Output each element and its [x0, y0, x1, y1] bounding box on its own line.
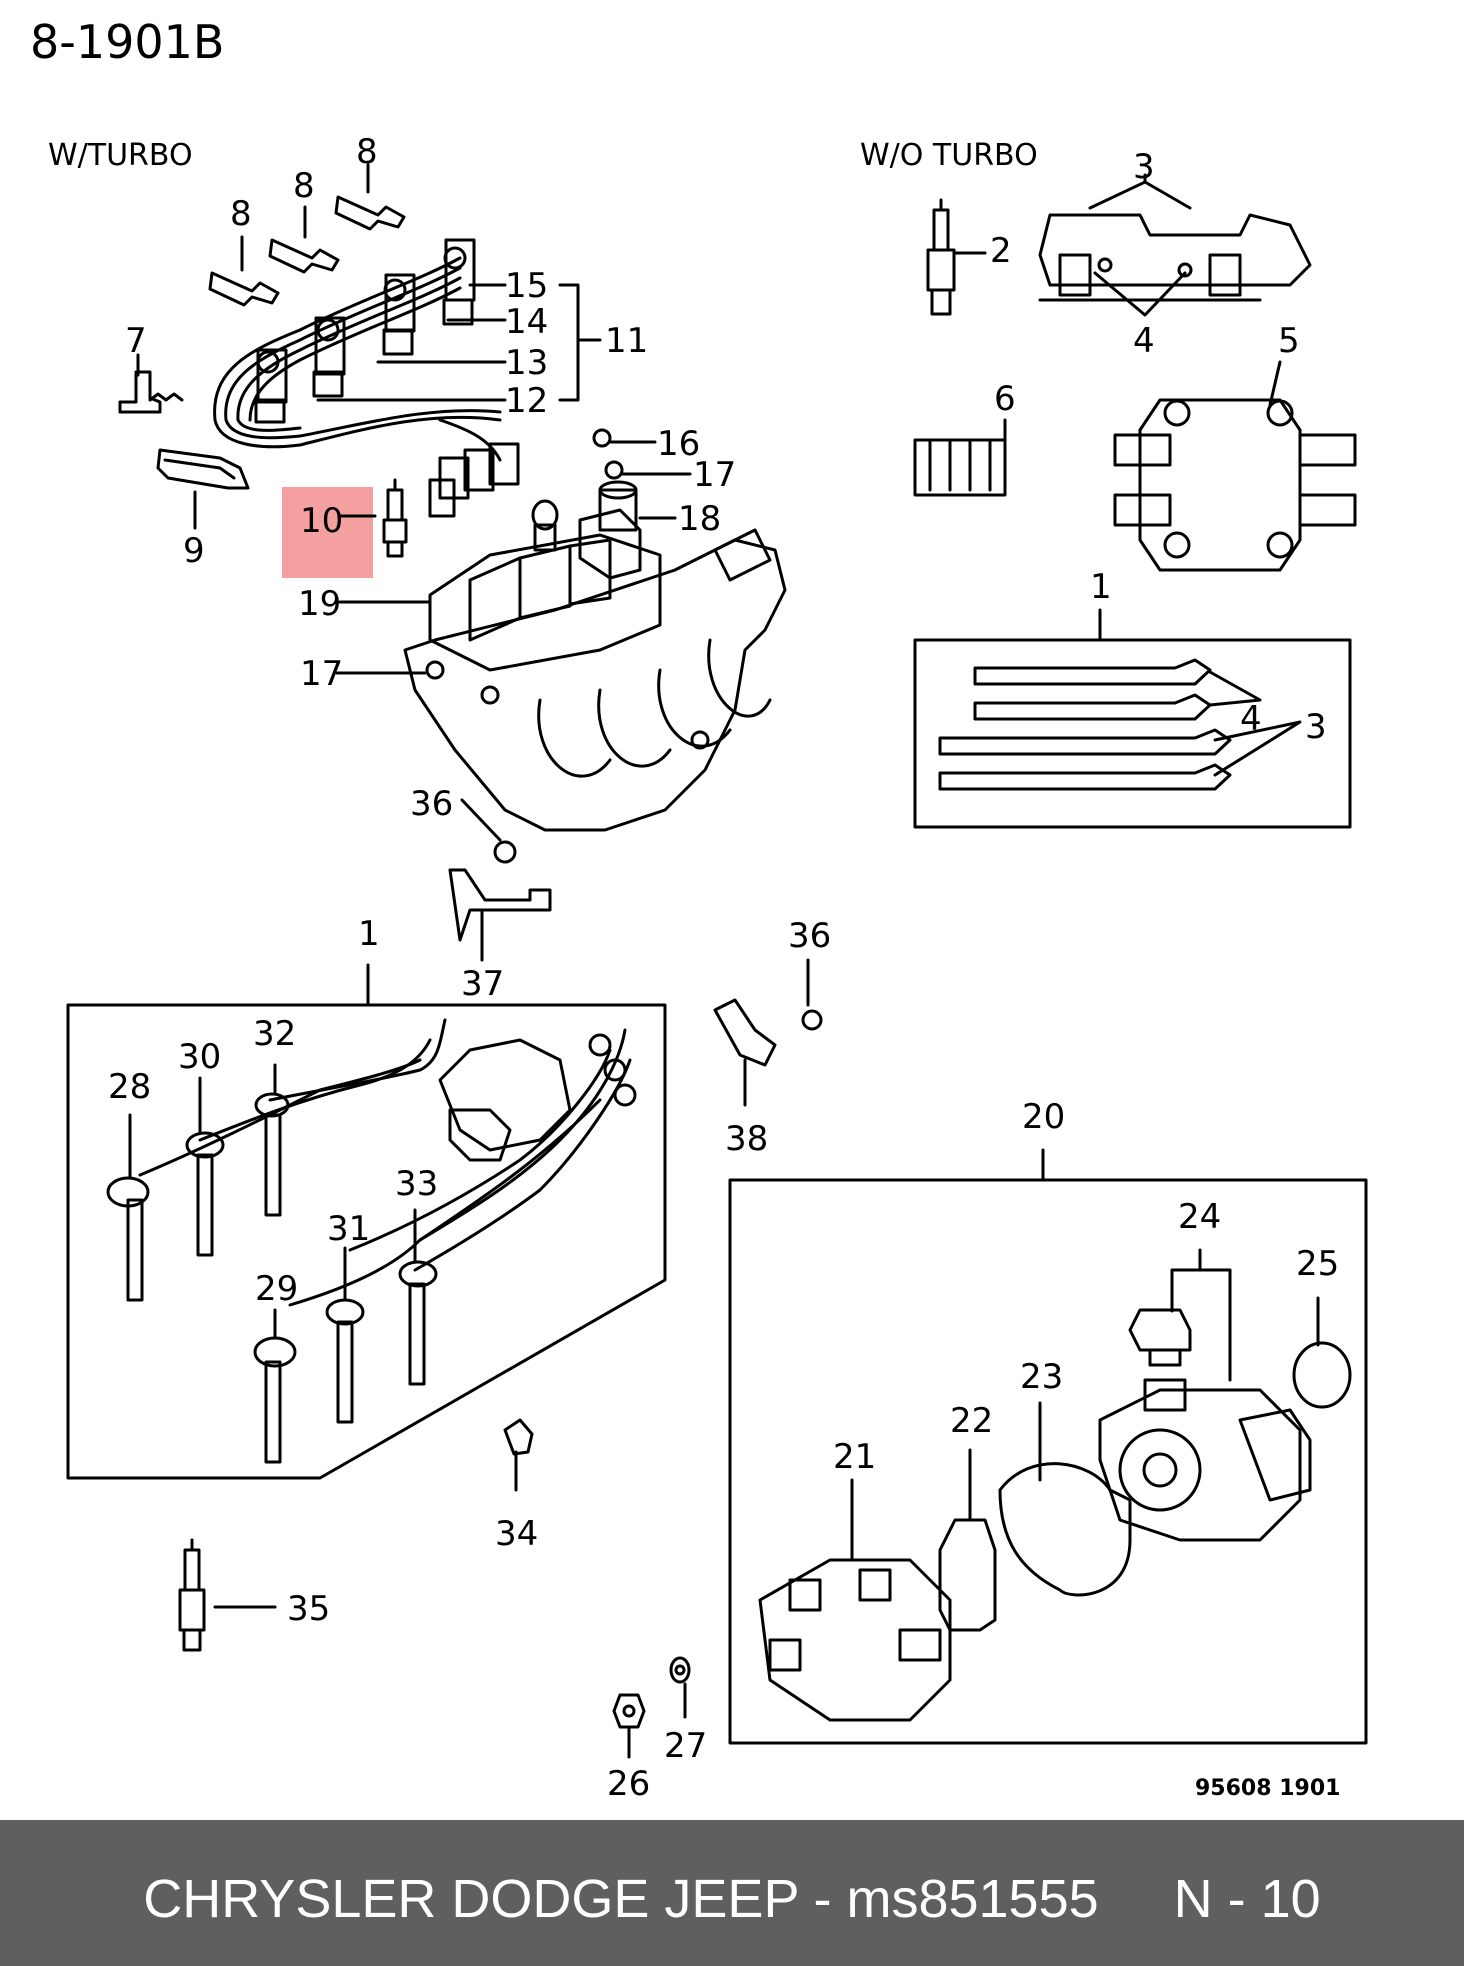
- callout-1: 1: [1090, 567, 1112, 607]
- callout-38: 38: [725, 1119, 768, 1159]
- no-turbo-plug-drawing: [926, 198, 956, 316]
- intake-manifold-drawing: [403, 528, 787, 832]
- callout-25: 25: [1296, 1244, 1339, 1284]
- callout-3: 3: [1305, 707, 1327, 747]
- diagram-code: 8-1901B: [30, 15, 225, 69]
- callout-5: 5: [1278, 321, 1300, 361]
- callout-19: 19: [298, 584, 341, 624]
- oring-25-drawing: [1292, 1341, 1352, 1409]
- callout-15: 15: [505, 266, 548, 306]
- callout-8: 8: [356, 132, 378, 172]
- turbo-harness-drawing: [213, 238, 520, 518]
- no-turbo-section-label: W/O TURBO: [860, 138, 1038, 173]
- sensor-24-drawing: [1128, 1308, 1192, 1367]
- callout-26: 26: [607, 1764, 650, 1804]
- callout-7: 7: [125, 321, 147, 361]
- spark-plug-10-drawing: [382, 478, 408, 558]
- callout-28: 28: [108, 1067, 151, 1107]
- callout-33: 33: [395, 1164, 438, 1204]
- leader-lines: [128, 163, 1320, 1759]
- nut-26-27-drawing: [612, 1656, 691, 1729]
- spark-plug-35-drawing: [178, 1538, 206, 1652]
- distributor-box: [728, 1178, 1368, 1745]
- callout-12: 12: [505, 381, 548, 421]
- callout-31: 31: [327, 1209, 370, 1249]
- callout-20: 20: [1022, 1097, 1065, 1137]
- rotor-22-drawing: [938, 1518, 997, 1632]
- distributor-body-drawing: [1098, 1378, 1312, 1542]
- callout-35: 35: [287, 1589, 330, 1629]
- callout-10: 10: [300, 501, 343, 541]
- highlight-box: [282, 487, 373, 578]
- callout-17: 17: [693, 455, 736, 495]
- wire-set-box: [913, 638, 1352, 829]
- bracket-37-drawing: [448, 840, 552, 942]
- callout-16: 16: [657, 424, 700, 464]
- bracket-38-drawing: [713, 998, 823, 1067]
- callout-37: 37: [461, 964, 504, 1004]
- callout-17: 17: [300, 654, 343, 694]
- coil-5-drawing: [1113, 398, 1357, 572]
- wire-harness-drawing: [106, 1018, 637, 1464]
- callout-21: 21: [833, 1437, 876, 1477]
- parts-diagram: 8-1901B W/TURBO W/O TURBO 8 8 8 7 9 15 1…: [30, 15, 1368, 1804]
- callout-27: 27: [664, 1726, 707, 1766]
- callout-4: 4: [1133, 321, 1155, 361]
- callout-6: 6: [994, 379, 1016, 419]
- callout-8: 8: [293, 166, 315, 206]
- callout-9: 9: [183, 531, 205, 571]
- coil-pack-drawing: [425, 428, 662, 680]
- callout-23: 23: [1020, 1357, 1063, 1397]
- callout-36: 36: [410, 784, 453, 824]
- callout-11: 11: [605, 321, 648, 361]
- wire-harness-box: [66, 1003, 667, 1480]
- callout-29: 29: [255, 1269, 298, 1309]
- turbo-section-label: W/TURBO: [48, 138, 193, 173]
- callout-36: 36: [788, 916, 831, 956]
- callout-1: 1: [358, 914, 380, 954]
- callout-30: 30: [178, 1037, 221, 1077]
- coil-6-drawing: [913, 438, 1007, 497]
- callout-13: 13: [505, 343, 548, 383]
- callout-4: 4: [1240, 699, 1262, 739]
- callout-24: 24: [1178, 1197, 1221, 1237]
- callout-14: 14: [505, 302, 548, 342]
- distributor-cap-drawing: [758, 1558, 952, 1722]
- callout-34: 34: [495, 1514, 538, 1554]
- no-turbo-coil-top-drawing: [1038, 213, 1312, 302]
- callout-8: 8: [230, 194, 252, 234]
- no-turbo-wires-drawing: [938, 658, 1232, 791]
- callout-18: 18: [678, 499, 721, 539]
- callout-3: 3: [1133, 147, 1155, 187]
- footer-text: CHRYSLER DODGE JEEP - ms851555 N - 10: [143, 1869, 1321, 1929]
- gasket-23-drawing: [998, 1462, 1132, 1597]
- wire-clip-drawing: [208, 195, 406, 307]
- callout-22: 22: [950, 1401, 993, 1441]
- bracket-drawing: [118, 370, 250, 490]
- clip-34-drawing: [503, 1418, 534, 1456]
- callout-32: 32: [253, 1014, 296, 1054]
- callout-2: 2: [990, 231, 1012, 271]
- diagram-stamp: 95608 1901: [1195, 1776, 1340, 1801]
- footer-bar: CHRYSLER DODGE JEEP - ms851555 N - 10: [0, 1820, 1464, 1966]
